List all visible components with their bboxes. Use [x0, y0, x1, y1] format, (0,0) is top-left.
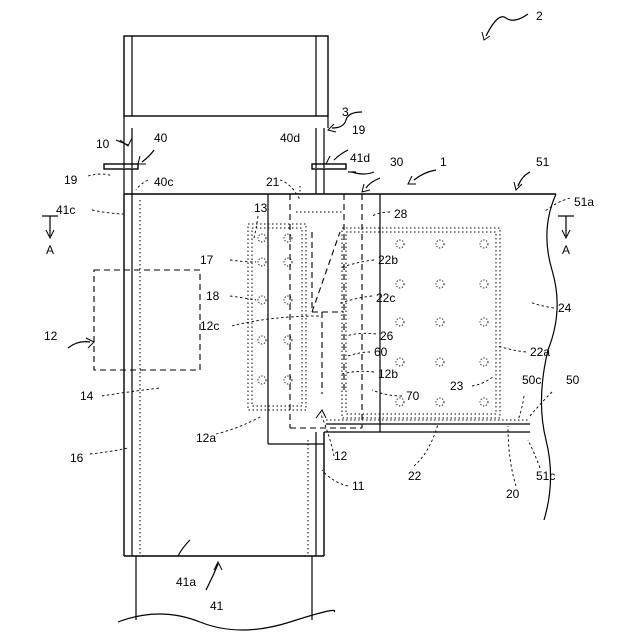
leader-lines — [68, 14, 570, 590]
label-22c: 22c — [376, 291, 395, 305]
label-2: 2 — [536, 9, 543, 23]
label-19-left: 19 — [64, 173, 78, 187]
label-41d: 41d — [350, 151, 370, 165]
label-10: 10 — [96, 137, 110, 151]
label-40: 40 — [154, 131, 168, 145]
label-22: 22 — [408, 469, 422, 483]
label-50: 50 — [566, 373, 580, 387]
label-14: 14 — [80, 389, 94, 403]
beam-flange — [124, 194, 557, 520]
label-50c: 50c — [522, 373, 541, 387]
dashed-members — [290, 186, 362, 428]
label-23: 23 — [450, 379, 464, 393]
label-20: 20 — [506, 487, 520, 501]
label-11: 11 — [352, 479, 365, 493]
upper-column — [124, 36, 328, 168]
label-41c: 41c — [56, 203, 75, 217]
label-30: 30 — [390, 155, 404, 169]
label-24: 24 — [558, 301, 572, 315]
label-12b: 12b — [378, 367, 398, 381]
label-16: 16 — [70, 451, 84, 465]
label-1: 1 — [440, 155, 447, 169]
label-41a: 41a — [176, 575, 196, 589]
label-51a: 51a — [574, 195, 594, 209]
label-17: 17 — [200, 253, 214, 267]
splice-plate-12a — [248, 224, 306, 410]
label-A-right: A — [562, 243, 570, 257]
label-51c: 51c — [536, 469, 555, 483]
label-51: 51 — [536, 155, 550, 169]
label-12-left: 12 — [44, 329, 58, 343]
label-22b: 22b — [378, 253, 398, 267]
label-3: 3 — [342, 105, 349, 119]
label-26: 26 — [380, 329, 394, 343]
bolt-holes-splice — [258, 234, 292, 384]
label-28: 28 — [394, 207, 408, 221]
connection-plate-12 — [94, 270, 200, 370]
label-A-left: A — [46, 243, 54, 257]
reference-labels: 2 3 10 40 40d 19 41d 30 1 51 19 40c 21 5… — [44, 9, 594, 613]
label-18: 18 — [206, 289, 220, 303]
label-40d: 40d — [280, 131, 300, 145]
label-40c: 40c — [154, 175, 173, 189]
label-21: 21 — [266, 175, 280, 189]
label-22a: 22a — [530, 345, 550, 359]
label-12c: 12c — [200, 319, 219, 333]
web-plate-22 — [342, 228, 500, 418]
bolt-holes-web — [396, 240, 488, 406]
label-13: 13 — [254, 201, 268, 215]
section-arrow-right — [558, 216, 574, 238]
label-19-right: 19 — [352, 123, 366, 137]
label-70: 70 — [406, 389, 420, 403]
label-60: 60 — [374, 345, 388, 359]
diaphragm-plates — [104, 164, 346, 194]
label-41: 41 — [210, 599, 224, 613]
section-arrow-left — [42, 216, 58, 238]
label-12-bottom: 12 — [334, 449, 348, 463]
label-12a: 12a — [196, 431, 216, 445]
